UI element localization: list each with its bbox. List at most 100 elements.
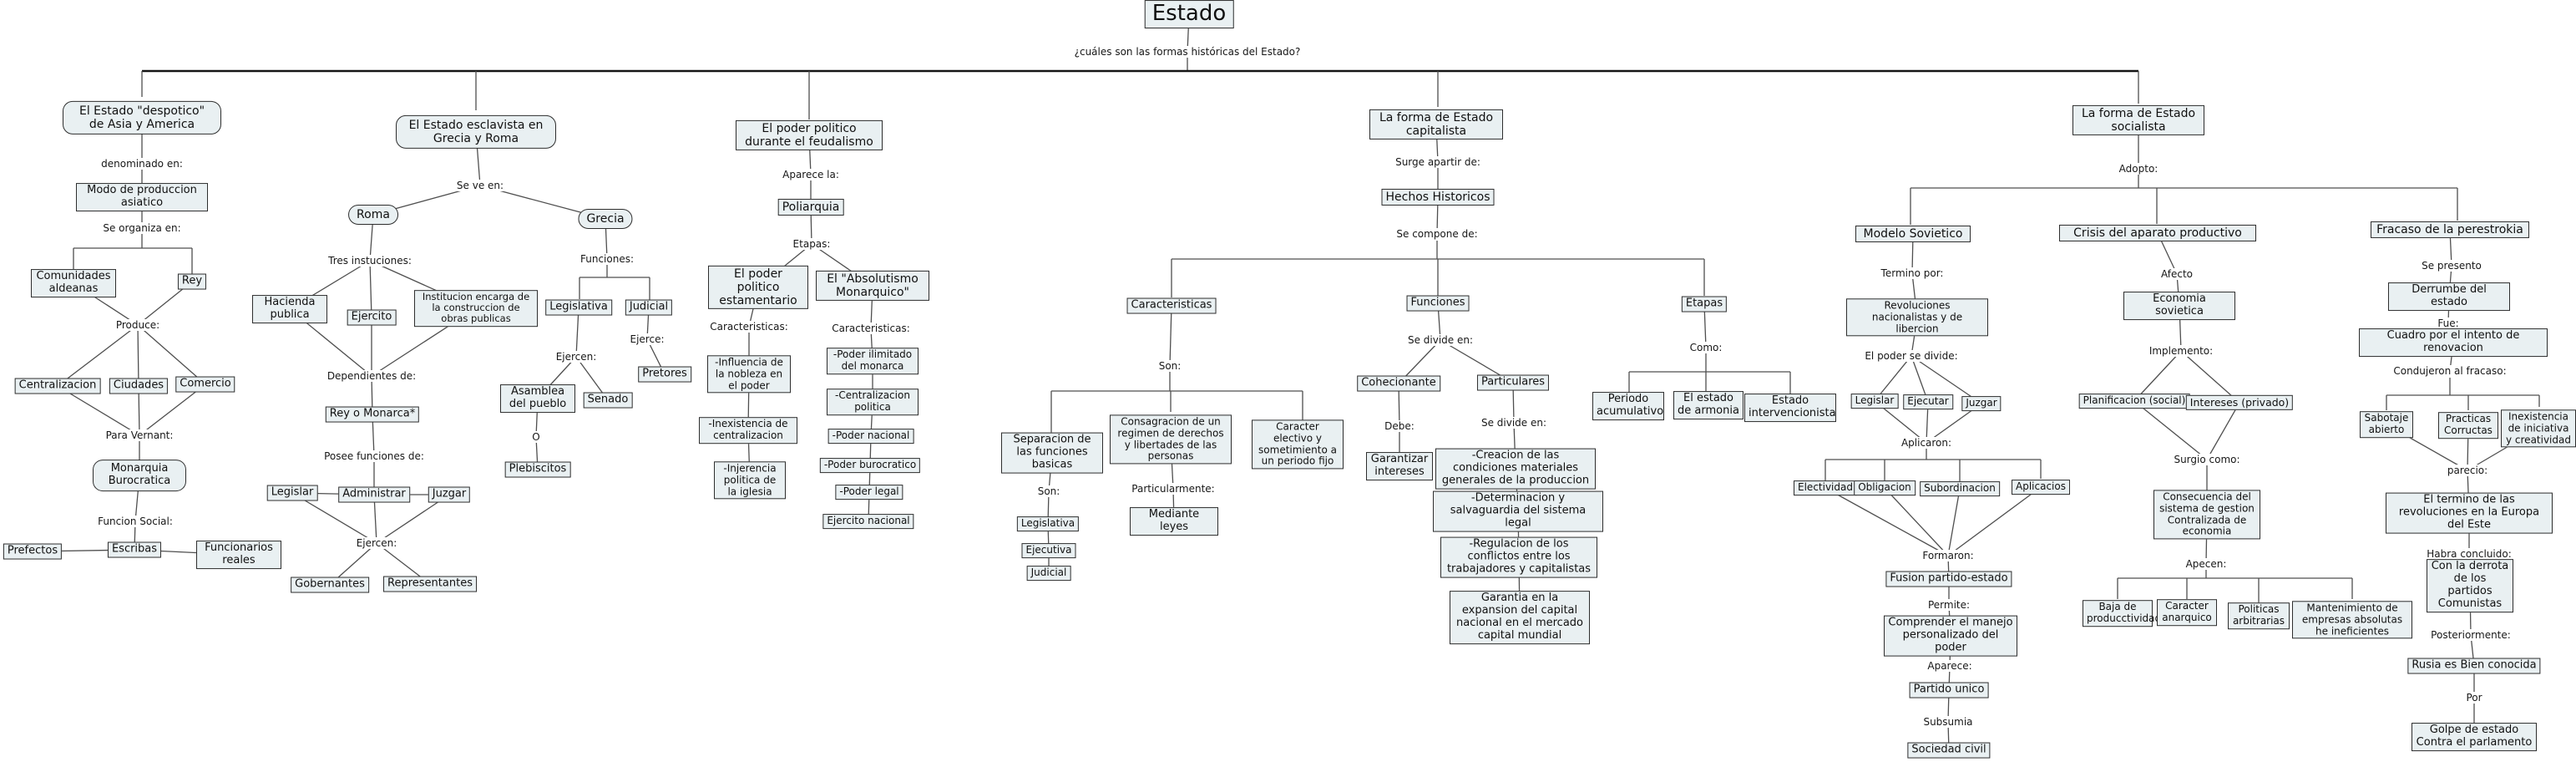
concept-node-baja[interactable]: Baja de producctividad: [2083, 600, 2161, 627]
concept-node-injerencia[interactable]: -Injerencia politica de la iglesia: [714, 461, 786, 500]
concept-node-juzgar[interactable]: Juzgar: [428, 486, 471, 503]
concept-node-funciones4[interactable]: Funciones: [1406, 295, 1470, 312]
concept-node-subordinacion[interactable]: Subordinacion: [1920, 481, 2000, 496]
concept-node-centralizacion[interactable]: Centralizacion: [14, 378, 101, 394]
link-label-l_particularmente[interactable]: Particularmente:: [1130, 483, 1217, 495]
concept-node-funcionarios[interactable]: Funcionarios reales: [196, 541, 281, 569]
concept-node-inexistencia5[interactable]: Inexistencia de iniciativa y creatividad: [2501, 409, 2576, 448]
concept-node-ejercito_nac[interactable]: Ejercito nacional: [822, 514, 914, 529]
concept-node-regulacion[interactable]: -Regulacion de los conflictos entre los …: [1440, 536, 1597, 578]
concept-node-fusion[interactable]: Fusion partido-estado: [1885, 571, 2012, 587]
link-label-l_sepresento[interactable]: Se presento: [2420, 260, 2483, 272]
concept-node-garantia[interactable]: Garantia en la expansion del capital nac…: [1450, 591, 1590, 644]
link-label-l_ejercen_roma[interactable]: Ejercen:: [354, 537, 399, 549]
concept-node-separacion[interactable]: Separacion de las funciones basicas: [1001, 432, 1103, 474]
link-label-l_son1[interactable]: Son:: [1156, 360, 1183, 372]
concept-node-particulares[interactable]: Particulares: [1476, 374, 1550, 391]
concept-node-mantenimiento[interactable]: Mantenimiento de empresas absolutas he i…: [2292, 601, 2412, 639]
concept-node-cuadro[interactable]: Cuadro por el intento de renovacion: [2359, 328, 2548, 357]
link-label-l_aplicaron[interactable]: Aplicaron:: [1899, 437, 1954, 449]
concept-node-prefectos[interactable]: Prefectos: [3, 543, 63, 560]
link-label-l_apecen[interactable]: Apecen:: [2184, 558, 2229, 570]
concept-node-influencia[interactable]: -Influencia de la nobleza en el poder: [707, 355, 791, 394]
link-label-l_fue[interactable]: Fue:: [2436, 318, 2461, 329]
link-label-l_debe[interactable]: Debe:: [1383, 420, 1416, 432]
concept-node-mediante[interactable]: Mediante leyes: [1130, 507, 1218, 536]
concept-node-caracter_anarq[interactable]: Caracter anarquico: [2157, 599, 2217, 626]
link-label-l_dependientes[interactable]: Dependientes de:: [325, 370, 418, 382]
concept-node-pretores[interactable]: Pretores: [638, 366, 691, 383]
concept-node-fracaso[interactable]: Fracaso de la perestrokia: [2371, 221, 2529, 239]
concept-node-gobernantes[interactable]: Gobernantes: [291, 577, 369, 593]
link-label-l_posee[interactable]: Posee funciones de:: [322, 450, 426, 462]
link-label-l_sedivide2[interactable]: Se divide en:: [1479, 417, 1549, 429]
concept-node-modo_prod[interactable]: Modo de produccion asiatico: [76, 183, 208, 211]
concept-node-hacienda[interactable]: Hacienda publica: [252, 295, 327, 323]
link-label-l_como[interactable]: Como:: [1688, 342, 1724, 353]
concept-node-partido_unico[interactable]: Partido unico: [1909, 682, 1989, 698]
concept-node-poder_ilimitado[interactable]: -Poder ilimitado del monarca: [827, 348, 919, 374]
link-label-l_formaron[interactable]: Formaron:: [1921, 550, 1976, 561]
concept-node-creacion[interactable]: -Creacion de las condiciones materiales …: [1435, 448, 1596, 490]
concept-node-poder_buro[interactable]: -Poder burocratico: [819, 458, 921, 473]
concept-node-absolutismo[interactable]: El "Absolutismo Monarquico": [816, 270, 929, 302]
link-label-l_surgio[interactable]: Surgio como:: [2172, 454, 2242, 465]
link-label-l_permite[interactable]: Permite:: [1926, 599, 1972, 611]
concept-node-ejercito[interactable]: Ejercito: [347, 309, 397, 326]
link-label-l_ejerce_g[interactable]: Ejerce:: [628, 333, 666, 345]
concept-node-b5[interactable]: La forma de Estado socialista: [2072, 104, 2204, 136]
concept-node-determinacion[interactable]: -Determinacion y salvaguardia del sistem…: [1433, 490, 1603, 532]
link-label-l_aparece[interactable]: Aparece la:: [781, 169, 841, 180]
concept-node-etapas4[interactable]: Etapas: [1681, 296, 1728, 312]
concept-node-golpe[interactable]: Golpe de estado Contra el parlamento: [2412, 723, 2537, 751]
link-label-l_adopto[interactable]: Adopto:: [2117, 163, 2160, 175]
concept-node-politicas[interactable]: Politicas arbitrarias: [2228, 602, 2290, 629]
concept-node-inexistencia_c[interactable]: -Inexistencia de centralizacion: [699, 417, 797, 444]
link-label-l_parecio[interactable]: parecio:: [2445, 465, 2490, 476]
concept-node-derrumbe[interactable]: Derrumbe del estado: [2388, 282, 2510, 311]
link-label-l_funciones_g[interactable]: Funciones:: [578, 253, 636, 265]
concept-node-comunidades[interactable]: Comunidades aldeanas: [31, 269, 116, 297]
concept-node-economia_sov[interactable]: Economia sovietica: [2123, 292, 2235, 320]
concept-node-poder_nacional[interactable]: -Poder nacional: [827, 429, 914, 444]
link-label-l_son2[interactable]: Son:: [1035, 485, 1062, 497]
link-label-l_produce[interactable]: Produce:: [114, 319, 162, 331]
concept-node-legislar5[interactable]: Legislar: [1850, 394, 1899, 409]
link-label-l_denominado[interactable]: denominado en:: [99, 158, 185, 170]
link-label-l_aparece5[interactable]: Aparece:: [1926, 660, 1974, 672]
concept-node-termino_rev[interactable]: El termino de las revoluciones en la Eur…: [2386, 492, 2553, 534]
concept-node-legislar[interactable]: Legislar: [266, 485, 318, 501]
concept-node-institucion[interactable]: Institucion encarga de la construccion d…: [414, 290, 538, 327]
concept-node-ciudades[interactable]: Ciudades: [109, 378, 169, 394]
link-label-l_seorganiza[interactable]: Se organiza en:: [101, 222, 183, 234]
concept-node-periodo_acum[interactable]: Periodo acumulativo: [1592, 392, 1664, 420]
concept-node-judicial_g[interactable]: Judicial: [625, 299, 673, 316]
concept-node-reymonarca[interactable]: Rey o Monarca*: [325, 406, 420, 423]
concept-node-b1[interactable]: El Estado "despotico" de Asia y America: [63, 100, 221, 135]
concept-node-son_judicial[interactable]: Judicial: [1026, 566, 1071, 581]
link-label-l_etapas3[interactable]: Etapas:: [791, 238, 833, 250]
concept-node-aplicacios[interactable]: Aplicacios: [2012, 480, 2070, 495]
concept-node-consagracion[interactable]: Consagracion de un regimen de derechos y…: [1110, 414, 1232, 465]
concept-node-comprender[interactable]: Comprender el manejo personalizado del p…: [1884, 615, 2017, 657]
concept-node-consecuencia[interactable]: Consecuencia del sistema de gestion Cont…: [2153, 490, 2260, 540]
link-label-l_caract_est[interactable]: Caracteristicas:: [708, 321, 790, 333]
concept-node-poder_legal[interactable]: -Poder legal: [835, 485, 903, 500]
concept-node-sociedad_civil[interactable]: Sociedad civil: [1907, 742, 1991, 759]
concept-node-monarquia[interactable]: Monarquia Burocratica: [93, 460, 186, 491]
concept-node-son_legislativa[interactable]: Legislativa: [1016, 516, 1080, 531]
link-label-l_por[interactable]: Por: [2464, 692, 2484, 704]
concept-node-practicas[interactable]: Practicas Corructas: [2438, 412, 2498, 439]
link-label-l_ejercen_g[interactable]: Ejercen:: [554, 351, 599, 363]
concept-node-administrar[interactable]: Administrar: [338, 486, 410, 503]
link-label-l_surge[interactable]: Surge apartir de:: [1394, 156, 1482, 168]
concept-node-b3[interactable]: El poder politico durante el feudalismo: [736, 119, 883, 151]
concept-node-senado[interactable]: Senado: [583, 392, 633, 409]
link-label-l_vernant[interactable]: Para Vernant:: [104, 429, 175, 441]
link-label-l_subsumia[interactable]: Subsumia: [1921, 716, 1975, 728]
concept-node-estado_interv[interactable]: Estado intervencionista: [1744, 394, 1836, 422]
concept-node-crisis[interactable]: Crisis del aparato productivo: [2059, 224, 2256, 242]
concept-node-estado[interactable]: Estado: [1144, 0, 1234, 28]
concept-node-cohecionante[interactable]: Cohecionante: [1357, 375, 1440, 392]
concept-node-representantes[interactable]: Representantes: [383, 576, 477, 592]
